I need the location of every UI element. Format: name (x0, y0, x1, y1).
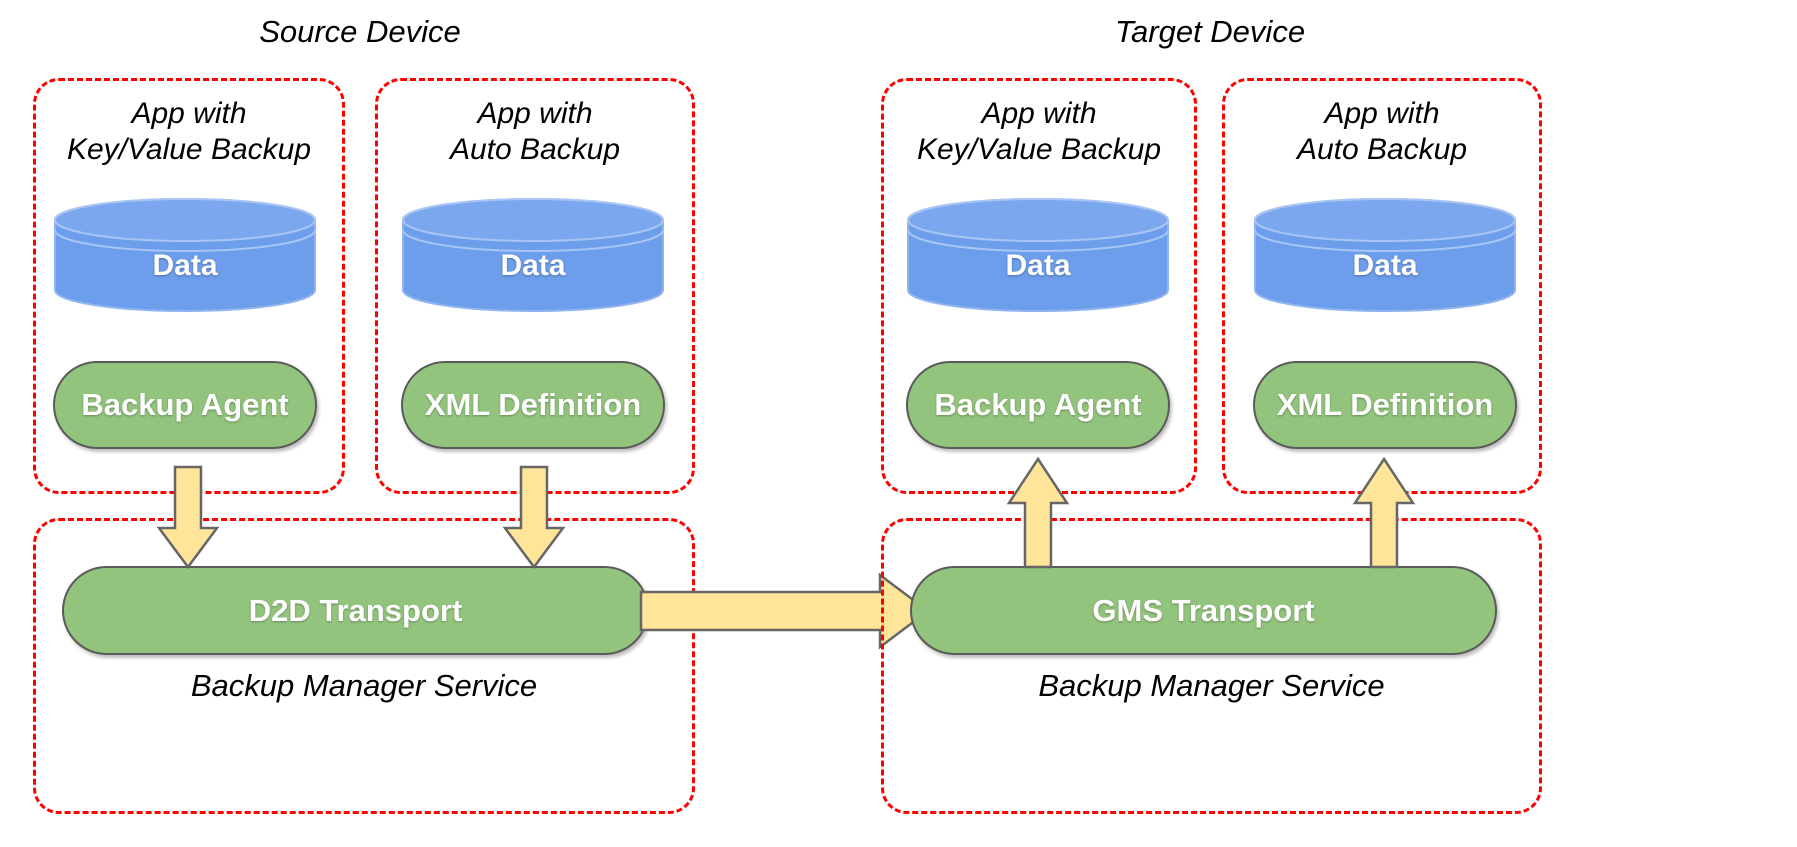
component-pill-source-backup-agent[interactable]: Backup Agent (53, 361, 317, 449)
app-title-source-keyvalue: App with Key/Value Backup (66, 97, 312, 166)
service-label-target-bms: Backup Manager Service (1038, 668, 1385, 703)
flow-arrow-d2d-to-gms (639, 572, 931, 650)
transport-pill-gms[interactable]: GMS Transport (910, 566, 1497, 655)
data-cylinder-target-keyvalue: Data (906, 197, 1170, 313)
component-pill-target-backup-agent[interactable]: Backup Agent (906, 361, 1170, 449)
flow-arrow-source-kv-down (156, 465, 220, 570)
device-label-source: Source Device (259, 14, 461, 49)
device-label-target: Target Device (1114, 14, 1306, 49)
component-pill-source-xml-definition[interactable]: XML Definition (401, 361, 665, 449)
flow-arrow-target-kv-up (1006, 456, 1070, 569)
app-title-target-auto: App with Auto Backup (1296, 97, 1468, 166)
component-pill-target-xml-definition[interactable]: XML Definition (1253, 361, 1517, 449)
data-cylinder-source-keyvalue: Data (53, 197, 317, 313)
service-label-source-bms: Backup Manager Service (190, 668, 538, 703)
app-title-source-auto: App with Auto Backup (449, 97, 621, 166)
data-cylinder-source-auto: Data (401, 197, 665, 313)
data-cylinder-target-auto: Data (1253, 197, 1517, 313)
service-container-target-bms (881, 518, 1542, 814)
service-container-source-bms (33, 518, 695, 814)
flow-arrow-target-auto-up (1352, 456, 1416, 569)
app-title-target-keyvalue: App with Key/Value Backup (916, 97, 1162, 166)
transport-pill-d2d[interactable]: D2D Transport (62, 566, 649, 655)
flow-arrow-source-auto-down (502, 465, 566, 570)
